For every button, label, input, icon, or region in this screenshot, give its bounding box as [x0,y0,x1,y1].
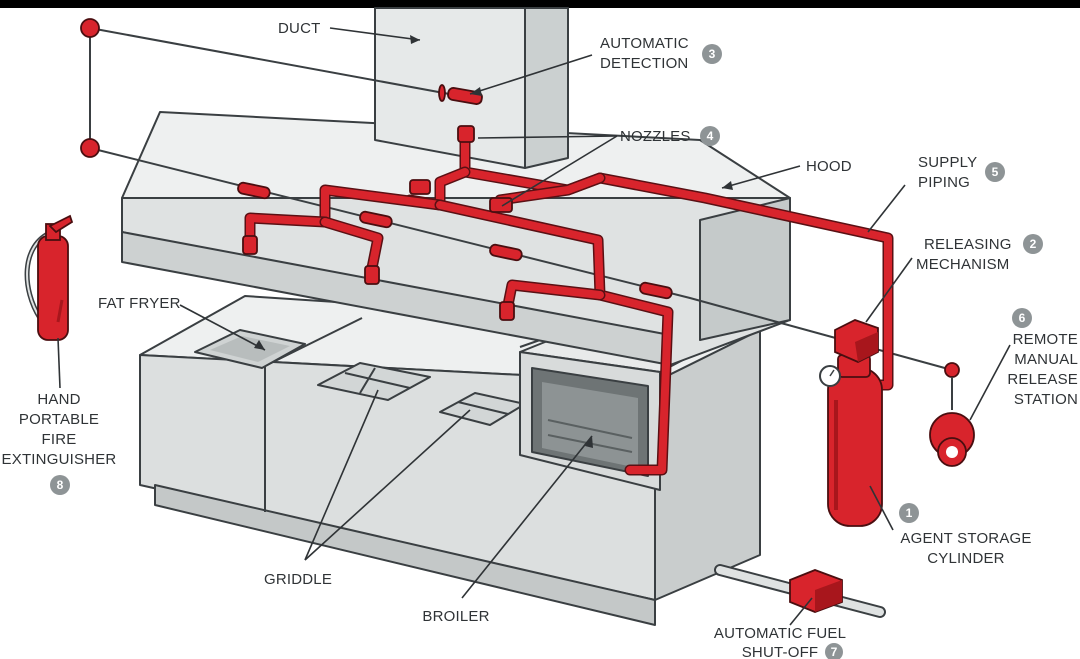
badge-8-number: 8 [57,478,64,492]
badge-5 [985,162,1005,182]
hood [121,111,791,366]
remote-manual-release-station [929,362,975,467]
fat-fryer-label: FAT FRYER [98,295,181,312]
hand-portable-extinguisher [24,214,74,341]
badge-4 [700,126,720,146]
label-fuel-shutoff: AUTOMATIC FUEL SHUT-OFF 7 [714,625,846,659]
fuel-shutoff-label-line1: AUTOMATIC FUEL [714,625,846,642]
extinguisher-label-line1: HAND [37,391,80,408]
label-nozzles: NOZZLES 4 [620,126,720,146]
label-releasing-mechanism: RELEASING MECHANISM 2 [916,234,1043,273]
remote-label-line2: MANUAL [1014,351,1078,368]
supply-piping-label-line2: PIPING [918,174,970,191]
badge-1 [899,503,919,523]
label-agent-storage-cylinder: 1 AGENT STORAGE CYLINDER [899,503,1031,567]
fat-fryer [194,329,306,369]
extinguisher-label-line2: PORTABLE [19,411,99,428]
nozzles-label: NOZZLES [620,128,691,145]
automatic-detection-label-line2: DETECTION [600,55,688,72]
remote-label-line3: RELEASE [1007,371,1078,388]
cylinder-label-line2: CYLINDER [927,550,1004,567]
badge-8 [50,475,70,495]
label-griddle: GRIDDLE [264,571,332,588]
badge-6 [1012,308,1032,328]
extinguisher-label-line4: EXTINGUISHER [2,451,117,468]
cylinder-label-line1: AGENT STORAGE [900,530,1031,547]
nozzles [242,125,515,321]
label-hand-portable-extinguisher: HAND PORTABLE FIRE EXTINGUISHER 8 [2,391,117,495]
griddle-label: GRIDDLE [264,571,332,588]
automatic-detection-label-line1: AUTOMATIC [600,35,689,52]
hood-label: HOOD [806,158,852,175]
duct [374,7,569,169]
remote-label-line4: STATION [1014,391,1078,408]
badge-6-number: 6 [1019,311,1026,325]
duct-label: DUCT [278,20,320,37]
supply-piping [244,132,894,476]
label-supply-piping: SUPPLY PIPING 5 [918,154,1005,191]
agent-storage-cylinder [827,354,883,527]
badge-7-number: 7 [831,645,838,659]
remote-label-line1: REMOTE [1013,331,1078,348]
badge-2 [1023,234,1043,254]
releasing-mechanism [834,319,879,363]
label-broiler: BROILER [422,608,489,625]
releasing-mechanism-label-line1: RELEASING [924,236,1012,253]
badge-3 [702,44,722,64]
badge-5-number: 5 [992,165,999,179]
leader-lines [57,27,1011,626]
label-fat-fryer: FAT FRYER [98,295,181,312]
pressure-gauge [819,365,841,387]
broiler-label: BROILER [422,608,489,625]
badge-1-number: 1 [906,506,913,520]
extinguisher-label-line3: FIRE [42,431,77,448]
label-remote-manual-release: 6 REMOTE MANUAL RELEASE STATION [1007,308,1078,408]
fuel-shutoff-label-line2: SHUT-OFF [742,644,819,659]
badge-3-number: 3 [709,47,716,61]
releasing-mechanism-label-line2: MECHANISM [916,256,1009,273]
badge-7 [825,643,843,659]
automatic-fuel-shutoff [714,564,886,618]
pulley-bottom [80,138,100,158]
label-duct: DUCT [278,20,320,37]
pulley-top [80,18,100,38]
supply-piping-label-line1: SUPPLY [918,154,977,171]
label-hood: HOOD [806,158,852,175]
top-bar [0,0,1080,8]
automatic-detection-links [237,84,673,300]
label-automatic-detection: AUTOMATIC DETECTION 3 [600,35,722,72]
badge-2-number: 2 [1030,237,1037,251]
badge-4-number: 4 [707,129,714,143]
